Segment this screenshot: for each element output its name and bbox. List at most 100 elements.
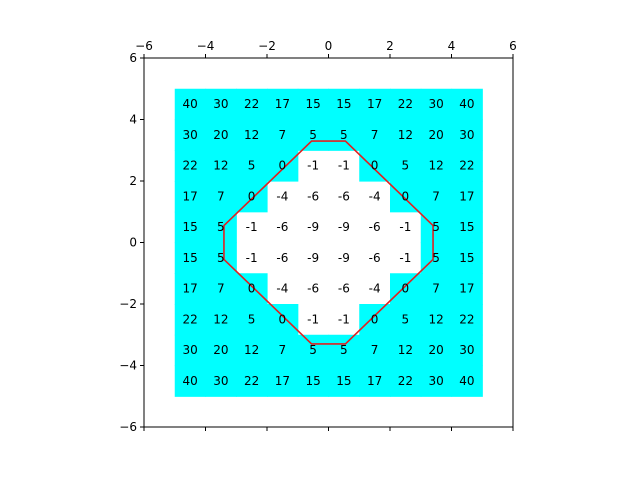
cell-value-label: -9 bbox=[307, 251, 319, 265]
cell-value-label: -6 bbox=[369, 251, 381, 265]
cell-value-label: 20 bbox=[428, 128, 443, 142]
heatmap-cell bbox=[205, 242, 237, 274]
heatmap-cell bbox=[451, 365, 483, 397]
cell-value-label: -6 bbox=[369, 220, 381, 234]
cell-value-label: -6 bbox=[338, 282, 350, 296]
cell-value-label: 12 bbox=[428, 312, 443, 326]
heatmap-cell bbox=[420, 242, 453, 274]
cell-value-label: 0 bbox=[371, 312, 379, 326]
cell-value-label: -1 bbox=[399, 251, 411, 265]
cell-value-label: 15 bbox=[305, 374, 320, 388]
cell-value-label: -1 bbox=[399, 220, 411, 234]
cell-value-label: 7 bbox=[432, 189, 440, 203]
heatmap-cell bbox=[390, 273, 422, 305]
cell-value-label: 0 bbox=[402, 282, 410, 296]
heatmap-cell bbox=[174, 211, 207, 244]
heatmap-cell bbox=[451, 181, 483, 213]
heatmap-cell bbox=[390, 304, 422, 336]
heatmap-cell bbox=[205, 211, 237, 244]
heatmap-cell bbox=[174, 119, 207, 151]
x-tick-label: −2 bbox=[258, 39, 276, 53]
heatmap-cell bbox=[390, 88, 422, 121]
cell-value-label: 15 bbox=[336, 97, 351, 111]
cell-value-label: 7 bbox=[371, 343, 379, 357]
heatmap-cell bbox=[420, 273, 453, 305]
heatmap-cells bbox=[174, 88, 483, 397]
heatmap-cell bbox=[174, 181, 207, 213]
cell-value-label: 12 bbox=[244, 128, 259, 142]
y-tick-label: −2 bbox=[119, 297, 137, 311]
cell-value-label: -1 bbox=[246, 251, 258, 265]
heatmap-cell bbox=[451, 88, 483, 121]
cell-value-label: 7 bbox=[432, 282, 440, 296]
heatmap-cell bbox=[451, 150, 483, 182]
heatmap-cell bbox=[451, 273, 483, 305]
cell-value-label: 5 bbox=[402, 159, 410, 173]
y-tick-label: 4 bbox=[129, 113, 137, 127]
heatmap-cell bbox=[174, 365, 207, 397]
heatmap-cell bbox=[174, 304, 207, 336]
cell-value-label: -9 bbox=[338, 220, 350, 234]
cell-value-label: 22 bbox=[459, 159, 474, 173]
y-tick-label: −6 bbox=[119, 420, 137, 434]
y-tick-label: −4 bbox=[119, 359, 137, 373]
cell-value-label: 12 bbox=[244, 343, 259, 357]
cell-value-label: 40 bbox=[182, 374, 197, 388]
cell-value-label: 7 bbox=[279, 343, 287, 357]
cell-value-label: 30 bbox=[182, 343, 197, 357]
heatmap-cell bbox=[236, 334, 268, 367]
cell-value-label: 12 bbox=[213, 312, 228, 326]
heatmap-cell bbox=[420, 211, 453, 244]
heatmap-cell bbox=[174, 150, 207, 182]
heatmap-cell bbox=[451, 119, 483, 151]
cell-value-label: 15 bbox=[182, 220, 197, 234]
heatmap-cell bbox=[205, 334, 237, 367]
cell-value-label: -1 bbox=[338, 159, 350, 173]
cell-value-label: 12 bbox=[398, 128, 413, 142]
heatmap-cell bbox=[267, 304, 299, 336]
heatmap-cell bbox=[420, 88, 453, 121]
x-tick-label: 4 bbox=[448, 39, 456, 53]
heatmap-cell bbox=[451, 334, 483, 367]
cell-value-label: 22 bbox=[398, 97, 413, 111]
heatmap-cell bbox=[420, 119, 453, 151]
heatmap-cell bbox=[328, 365, 360, 397]
heatmap-cell bbox=[297, 119, 330, 151]
cell-value-label: -1 bbox=[246, 220, 258, 234]
heatmap-cell bbox=[236, 273, 268, 305]
cell-value-label: -4 bbox=[276, 282, 288, 296]
cell-value-label: 15 bbox=[305, 97, 320, 111]
heatmap-cell bbox=[328, 334, 360, 367]
cell-value-label: 40 bbox=[459, 97, 474, 111]
cell-value-label: 17 bbox=[275, 97, 290, 111]
heatmap-cell bbox=[236, 365, 268, 397]
cell-value-label: 40 bbox=[182, 97, 197, 111]
cell-value-label: 17 bbox=[459, 282, 474, 296]
heatmap-cell bbox=[236, 88, 268, 121]
x-tick-label: 2 bbox=[386, 39, 394, 53]
cell-value-label: 17 bbox=[459, 189, 474, 203]
cell-value-label: 12 bbox=[398, 343, 413, 357]
heatmap-cell bbox=[174, 88, 207, 121]
heatmap-cell bbox=[267, 119, 299, 151]
cell-value-label: 0 bbox=[279, 312, 287, 326]
cell-value-label: 30 bbox=[182, 128, 197, 142]
cell-value-label: 15 bbox=[182, 251, 197, 265]
heatmap-cell bbox=[359, 119, 391, 151]
cell-value-label: 30 bbox=[428, 97, 443, 111]
heatmap-cell bbox=[236, 150, 268, 182]
heatmap-cell bbox=[236, 304, 268, 336]
cell-value-label: -6 bbox=[307, 189, 319, 203]
cell-value-label: 15 bbox=[336, 374, 351, 388]
cell-value-label: 30 bbox=[213, 374, 228, 388]
heatmap-cell bbox=[267, 365, 299, 397]
heatmap-cell bbox=[359, 88, 391, 121]
cell-value-label: 22 bbox=[182, 159, 197, 173]
heatmap-cell bbox=[328, 88, 360, 121]
heatmap-cell bbox=[390, 181, 422, 213]
heatmap-cell bbox=[205, 273, 237, 305]
cell-value-label: 7 bbox=[217, 189, 225, 203]
x-tick-label: −4 bbox=[197, 39, 215, 53]
heatmap-cell bbox=[451, 242, 483, 274]
